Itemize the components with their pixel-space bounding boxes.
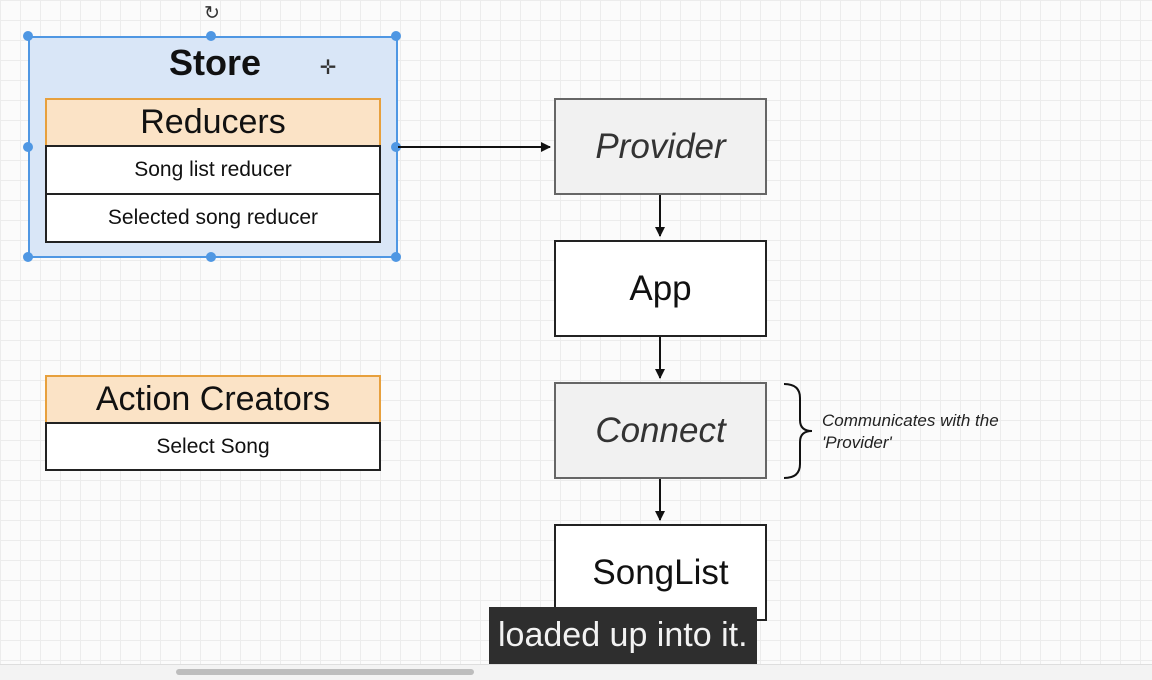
- selection-handle-top-left[interactable]: [23, 31, 33, 41]
- app-label: App: [629, 268, 692, 308]
- app-box[interactable]: App: [554, 240, 767, 337]
- reducer-item-label: Selected song reducer: [107, 206, 319, 229]
- reducers-header-label: Reducers: [140, 103, 286, 141]
- action-creator-item-select-song[interactable]: Select Song: [45, 422, 381, 471]
- scrollbar-thumb[interactable]: [176, 669, 474, 675]
- annotation-line: 'Provider': [822, 433, 892, 452]
- provider-label: Provider: [595, 126, 726, 166]
- store-title: Store: [168, 42, 262, 83]
- move-cursor-icon: ✛: [319, 57, 337, 79]
- selection-handle-bottom-right[interactable]: [391, 252, 401, 262]
- video-caption: loaded up into it.: [489, 607, 757, 664]
- action-creator-item-label: Select Song: [156, 434, 270, 458]
- action-creators-header-label: Action Creators: [95, 380, 331, 418]
- horizontal-scrollbar[interactable]: [0, 664, 1152, 680]
- annotation-text[interactable]: Communicates with the 'Provider': [822, 410, 1062, 454]
- selection-handle-bottom-left[interactable]: [23, 252, 33, 262]
- songlist-label: SongList: [592, 552, 729, 592]
- selection-handle-left[interactable]: [23, 142, 33, 152]
- selection-handle-top-right[interactable]: [391, 31, 401, 41]
- annotation-line: Communicates with the: [822, 411, 999, 430]
- rotate-icon[interactable]: ↻: [204, 3, 220, 24]
- songlist-box[interactable]: SongList: [554, 524, 767, 621]
- connect-box[interactable]: Connect: [554, 382, 767, 479]
- connect-label: Connect: [595, 410, 726, 450]
- selection-handle-bottom[interactable]: [206, 252, 216, 262]
- selection-handle-right[interactable]: [391, 142, 401, 152]
- provider-box[interactable]: Provider: [554, 98, 767, 195]
- selection-handle-top[interactable]: [206, 31, 216, 41]
- reducer-item-selected-song[interactable]: Selected song reducer: [45, 193, 381, 243]
- reducer-item-label: Song list reducer: [134, 158, 292, 181]
- curly-brace[interactable]: [783, 383, 813, 479]
- reducers-header[interactable]: Reducers: [45, 98, 381, 147]
